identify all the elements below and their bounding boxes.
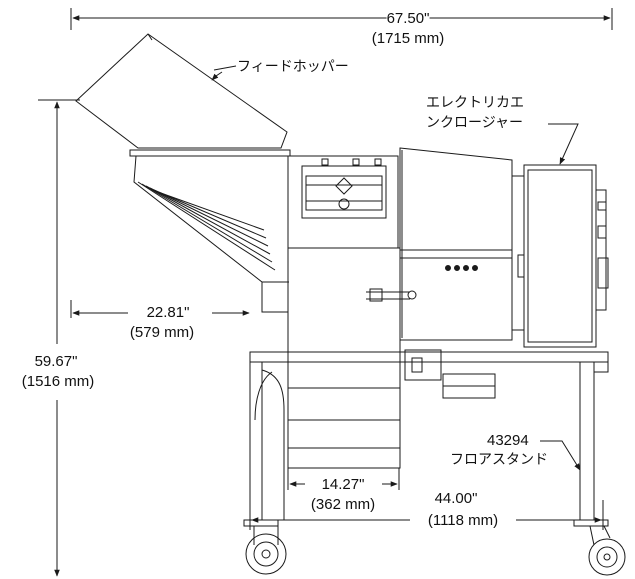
leader-lines [211,65,581,471]
stand-part-number-callout: 43294 [487,432,529,449]
hopper-frame-inch-label: 22.81" [146,304,190,321]
overall-height-mm-label: (1516 mm) [21,373,95,390]
stand-length-mm-label: (1118 mm) [427,512,499,529]
stand-name-callout: フロアスタンド [450,452,548,469]
overall-height-dimension-line [38,99,80,577]
caster-left [243,519,287,575]
floor-stand-frame [249,351,609,520]
overall-height-inch-label: 59.67" [34,353,78,370]
overall-length-mm-label: (1715 mm) [371,30,445,47]
enclosure-callout-line2: ンクロージャー [426,115,524,132]
discharge-width-inch-label: 14.27" [321,476,365,493]
discharge-width-mm-label: (362 mm) [310,496,376,513]
stand-length-dimension-line [249,500,604,530]
stand-length-inch-label: 44.00" [434,490,478,507]
electrical-enclosure [399,147,609,348]
caster-right [573,519,626,576]
enclosure-callout-line1: エレクトリカエ [426,95,524,112]
cutting-head-housing [287,155,417,389]
hopper-frame-dimension-line [70,300,250,318]
discharge-width-dimension-line [287,468,400,490]
hopper-frame-mm-label: (579 mm) [129,324,195,341]
feed-hopper [75,33,291,313]
overall-length-inch-label: 67.50" [386,10,430,27]
motor-and-bracket [404,349,496,399]
feed-hopper-callout: フィードホッパー [237,59,349,76]
overall-length-dimension-line [70,8,613,30]
